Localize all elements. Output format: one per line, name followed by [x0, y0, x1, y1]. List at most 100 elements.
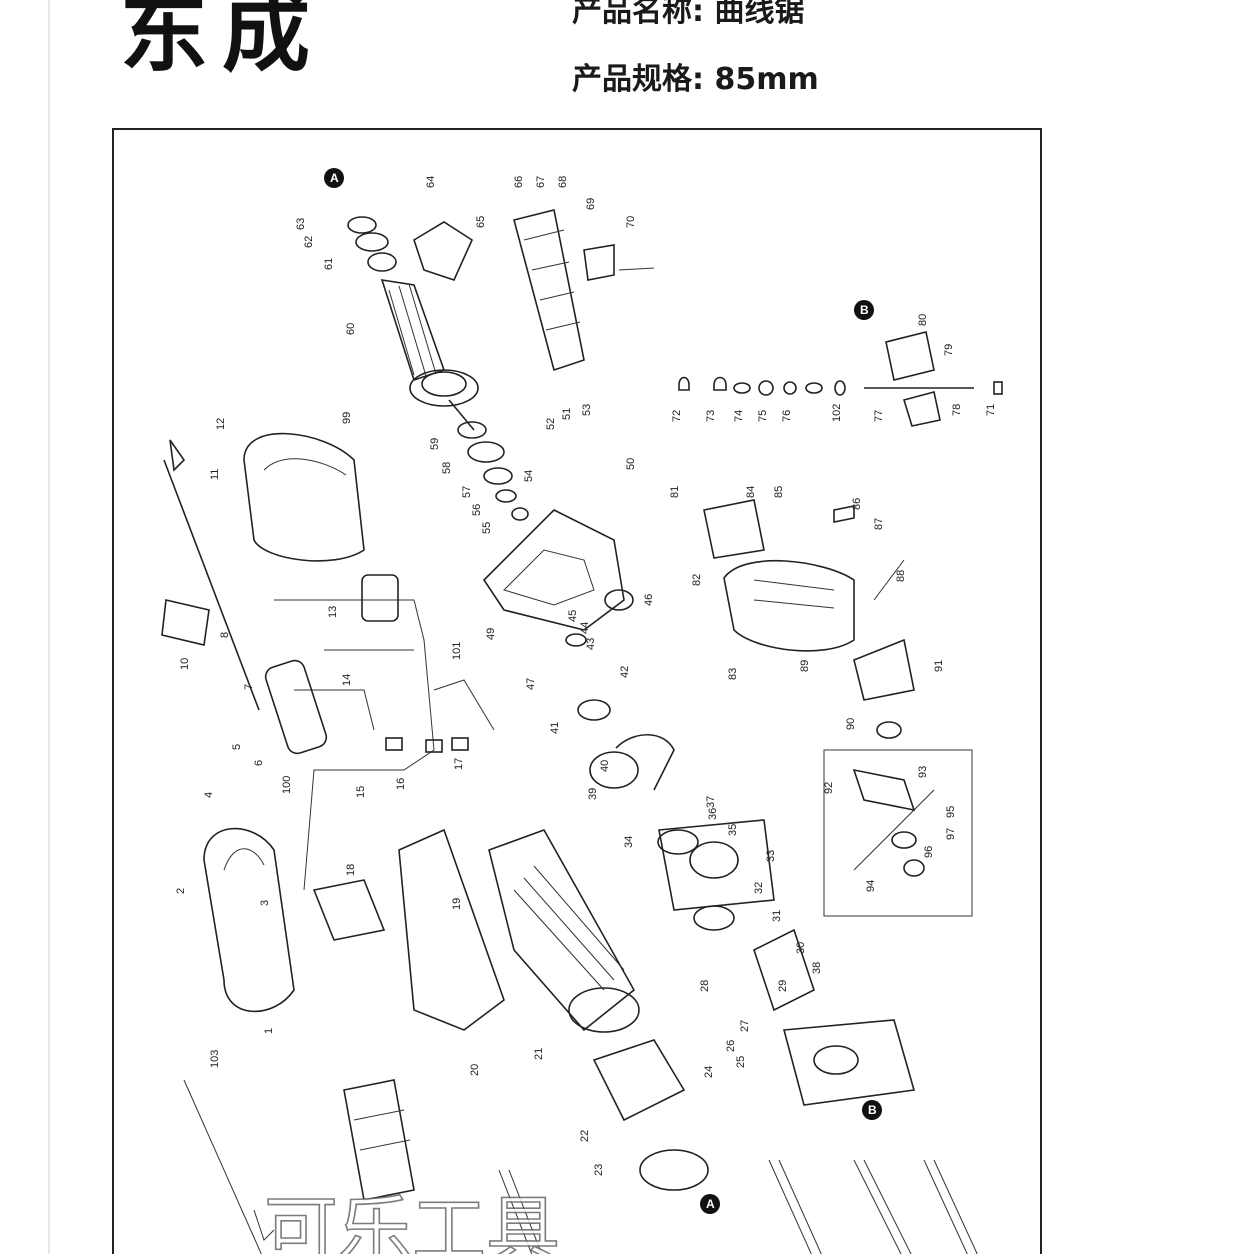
brand-title: 东成 [120, 0, 325, 84]
callout-part-76: 76 [781, 410, 793, 422]
product-name-line: 产品名称: 曲线锯 [572, 0, 805, 29]
callout-part-87: 87 [873, 518, 885, 530]
callout-part-12: 12 [215, 418, 227, 430]
callout-part-55: 55 [481, 522, 493, 534]
marker-b-top [854, 300, 874, 320]
marker-labels: A B B A [330, 171, 877, 1211]
callout-part-94: 94 [865, 880, 877, 892]
callout-part-88: 88 [895, 570, 907, 582]
callout-part-90: 90 [845, 718, 857, 730]
callout-part-41: 41 [549, 722, 561, 734]
callout-part-20: 20 [469, 1064, 481, 1076]
callout-part-67: 67 [535, 176, 547, 188]
callout-part-62: 62 [303, 236, 315, 248]
callout-part-97: 97 [945, 828, 957, 840]
callout-part-96: 96 [923, 846, 935, 858]
callout-part-50: 50 [625, 458, 637, 470]
margin-rule [48, 0, 50, 1254]
callout-part-95: 95 [945, 806, 957, 818]
marker-a-bottom [700, 1194, 720, 1214]
callout-part-71: 71 [985, 404, 997, 416]
callout-part-59: 59 [429, 438, 441, 450]
callout-part-10: 10 [179, 658, 191, 670]
callout-part-64: 64 [425, 176, 437, 188]
callout-part-18: 18 [345, 864, 357, 876]
callout-part-37: 37 [705, 796, 717, 808]
callout-part-8: 8 [219, 632, 231, 638]
marker-label-b-bottom: B [868, 1103, 877, 1117]
callout-part-31: 31 [771, 910, 783, 922]
callout-part-79: 79 [943, 344, 955, 356]
callout-part-39: 39 [587, 788, 599, 800]
callout-part-49: 49 [485, 628, 497, 640]
parts-drawing [161, 168, 1003, 1254]
marker-label-a: A [330, 171, 339, 185]
callout-part-77: 77 [873, 410, 885, 422]
callout-part-102: 102 [831, 404, 843, 422]
armature [347, 216, 479, 431]
callout-part-32: 32 [753, 882, 765, 894]
callout-part-99: 99 [341, 412, 353, 424]
callout-part-33: 33 [765, 850, 777, 862]
callout-part-34: 34 [623, 836, 635, 848]
callout-part-38: 38 [811, 962, 823, 974]
callout-part-75: 75 [757, 410, 769, 422]
callout-part-80: 80 [917, 314, 929, 326]
callout-part-56: 56 [471, 504, 483, 516]
callout-part-72: 72 [671, 410, 683, 422]
callout-part-83: 83 [727, 668, 739, 680]
callout-part-2: 2 [175, 888, 187, 894]
callout-part-26: 26 [725, 1040, 737, 1052]
callout-part-7: 7 [243, 684, 255, 690]
callout-part-66: 66 [513, 176, 525, 188]
callout-part-40: 40 [599, 760, 611, 772]
callout-part-69: 69 [585, 198, 597, 210]
callout-part-82: 82 [691, 574, 703, 586]
callout-part-70: 70 [625, 216, 637, 228]
callout-part-24: 24 [703, 1066, 715, 1078]
callout-part-73: 73 [705, 410, 717, 422]
callout-part-16: 16 [395, 778, 407, 790]
callout-part-15: 15 [355, 786, 367, 798]
callout-part-22: 22 [579, 1130, 591, 1142]
callout-part-81: 81 [669, 486, 681, 498]
callout-part-11: 11 [209, 469, 221, 480]
callout-part-84: 84 [745, 486, 757, 498]
diagram-canvas: A B B A 12345678101112131415161718192021… [161, 168, 1003, 1254]
callout-part-45: 45 [567, 610, 579, 622]
callout-part-78: 78 [951, 404, 963, 416]
callout-part-58: 58 [441, 462, 453, 474]
callout-part-3: 3 [259, 900, 271, 906]
callout-part-89: 89 [799, 660, 811, 672]
callout-part-29: 29 [777, 980, 789, 992]
marker-label-a-bottom: A [706, 1197, 715, 1211]
callout-part-91: 91 [933, 660, 945, 672]
callout-part-93: 93 [917, 766, 929, 778]
callout-part-14: 14 [341, 674, 353, 686]
callout-part-92: 92 [823, 782, 835, 794]
callout-part-100: 100 [281, 776, 293, 794]
callout-part-19: 19 [451, 898, 463, 910]
callout-part-68: 68 [557, 176, 569, 188]
callout-part-86: 86 [851, 498, 863, 510]
callout-part-46: 46 [643, 594, 655, 606]
roller-guide-inset [823, 749, 973, 917]
marker-label-b: B [860, 303, 869, 317]
callout-part-54: 54 [523, 470, 535, 482]
marker-a-top [324, 168, 344, 188]
callout-part-74: 74 [733, 410, 745, 422]
callout-part-42: 42 [619, 666, 631, 678]
callout-part-44: 44 [579, 622, 591, 634]
callout-part-61: 61 [323, 258, 335, 270]
callout-part-101: 101 [451, 642, 463, 660]
watermark-text: 可乐工具 [264, 1188, 560, 1254]
callout-part-28: 28 [699, 980, 711, 992]
callout-part-21: 21 [533, 1048, 545, 1060]
callout-part-23: 23 [593, 1164, 605, 1176]
callout-part-25: 25 [735, 1056, 747, 1068]
callout-part-4: 4 [203, 792, 215, 798]
callout-part-65: 65 [475, 216, 487, 228]
callout-part-103: 103 [209, 1050, 221, 1068]
callout-part-6: 6 [253, 760, 265, 766]
